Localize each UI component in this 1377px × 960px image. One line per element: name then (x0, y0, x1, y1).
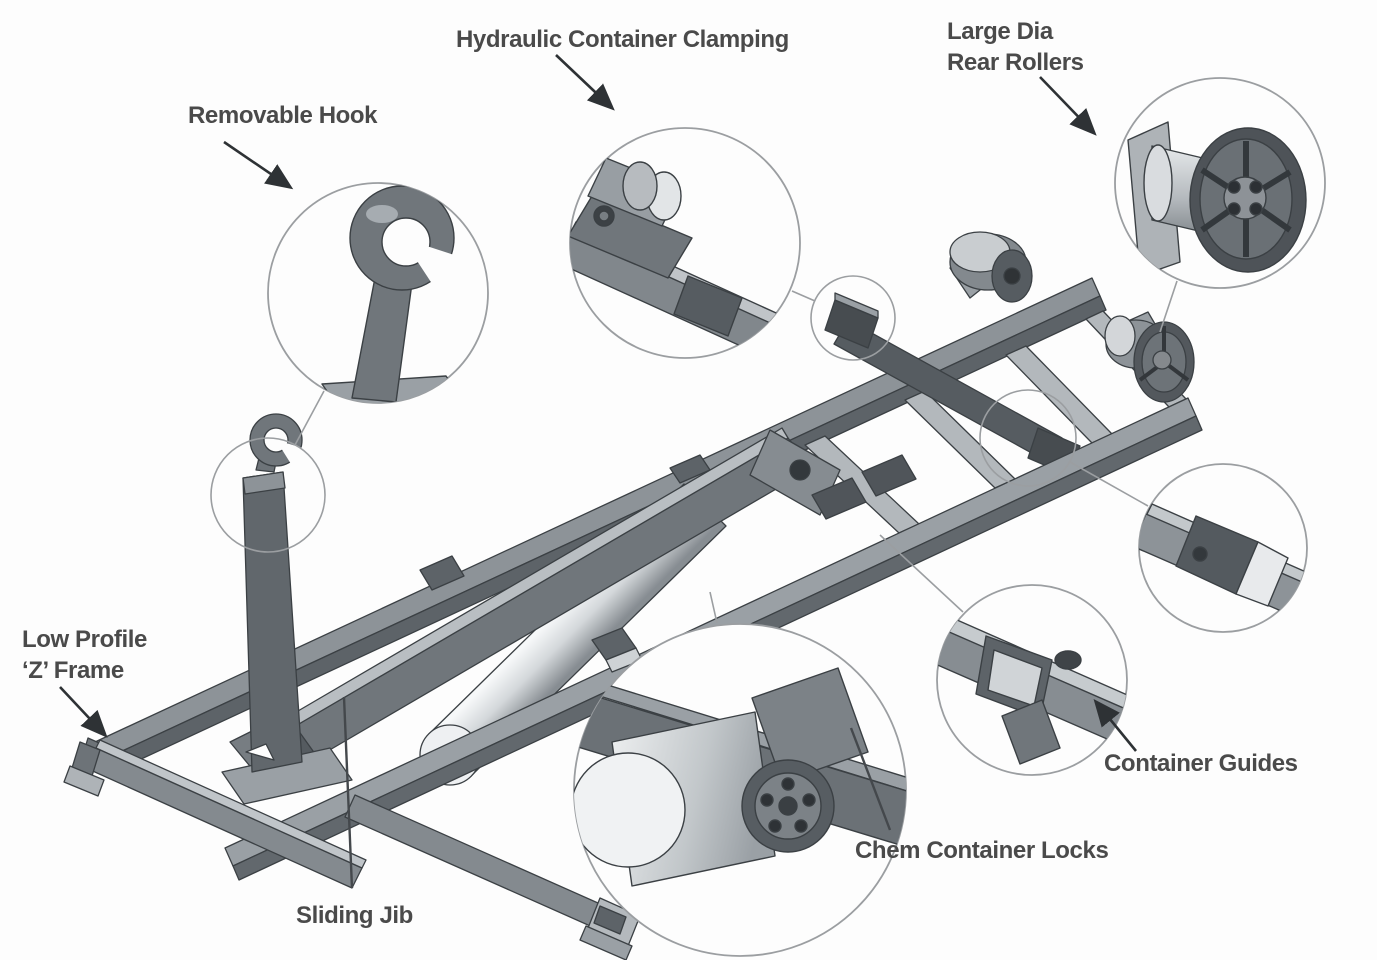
container-guide-upper-callout (1138, 463, 1308, 633)
label-arrows (59, 54, 1138, 752)
label-chem-locks: Chem Container Locks (855, 837, 1109, 864)
chem-lock-callout (573, 623, 907, 957)
label-z-frame: Low Profile ‘Z’ Frame (22, 625, 147, 686)
rear-roller-callout (1114, 77, 1326, 289)
front-cross-rails (63, 739, 641, 960)
label-rear-rollers-line1: Large Dia (947, 18, 1053, 45)
leader-line (1069, 461, 1149, 507)
label-rear-rollers-line2: Rear Rollers (947, 48, 1084, 76)
label-z-frame-line1: Low Profile (22, 626, 147, 653)
label-removable-hook: Removable Hook (188, 102, 378, 129)
label-hydraulic-clamping: Hydraulic Container Clamping (456, 26, 789, 53)
label-leaders (342, 696, 892, 889)
removable-hook-callout (267, 182, 489, 404)
leader-line (294, 390, 325, 446)
hook-arm (221, 413, 353, 805)
rear-rollers (949, 231, 1195, 403)
label-container-guides: Container Guides (1104, 750, 1298, 777)
leader-line (791, 290, 816, 302)
leader-line (1159, 280, 1178, 333)
hook-marker-circle (210, 437, 326, 553)
leader-line (879, 534, 964, 613)
container-guides-arrow (1093, 698, 1138, 752)
hydraulic-clamping-callout (569, 127, 801, 359)
container-guides-callout (936, 584, 1128, 776)
hydraulic-clamping-arrow (555, 54, 615, 111)
guide-marker-circle (979, 389, 1077, 487)
near-rail-guides (591, 454, 917, 673)
chem-locks-leader (849, 727, 892, 831)
label-z-frame-line2: ‘Z’ Frame (22, 656, 124, 684)
sliding-jib-leader (342, 696, 354, 889)
detail-marker-circles (210, 275, 1077, 553)
z-frame-arrow (59, 686, 108, 738)
leader-lines (294, 280, 1178, 624)
removable-hook-arrow (223, 140, 294, 190)
leader-line (709, 591, 718, 624)
far-rail-bracket (419, 555, 465, 591)
label-sliding-jib: Sliding Jib (296, 902, 413, 929)
label-rear-rollers: Large Dia Rear Rollers (947, 17, 1084, 78)
rear-rollers-arrow (1039, 76, 1097, 136)
clamp-marker-circle (810, 275, 896, 361)
